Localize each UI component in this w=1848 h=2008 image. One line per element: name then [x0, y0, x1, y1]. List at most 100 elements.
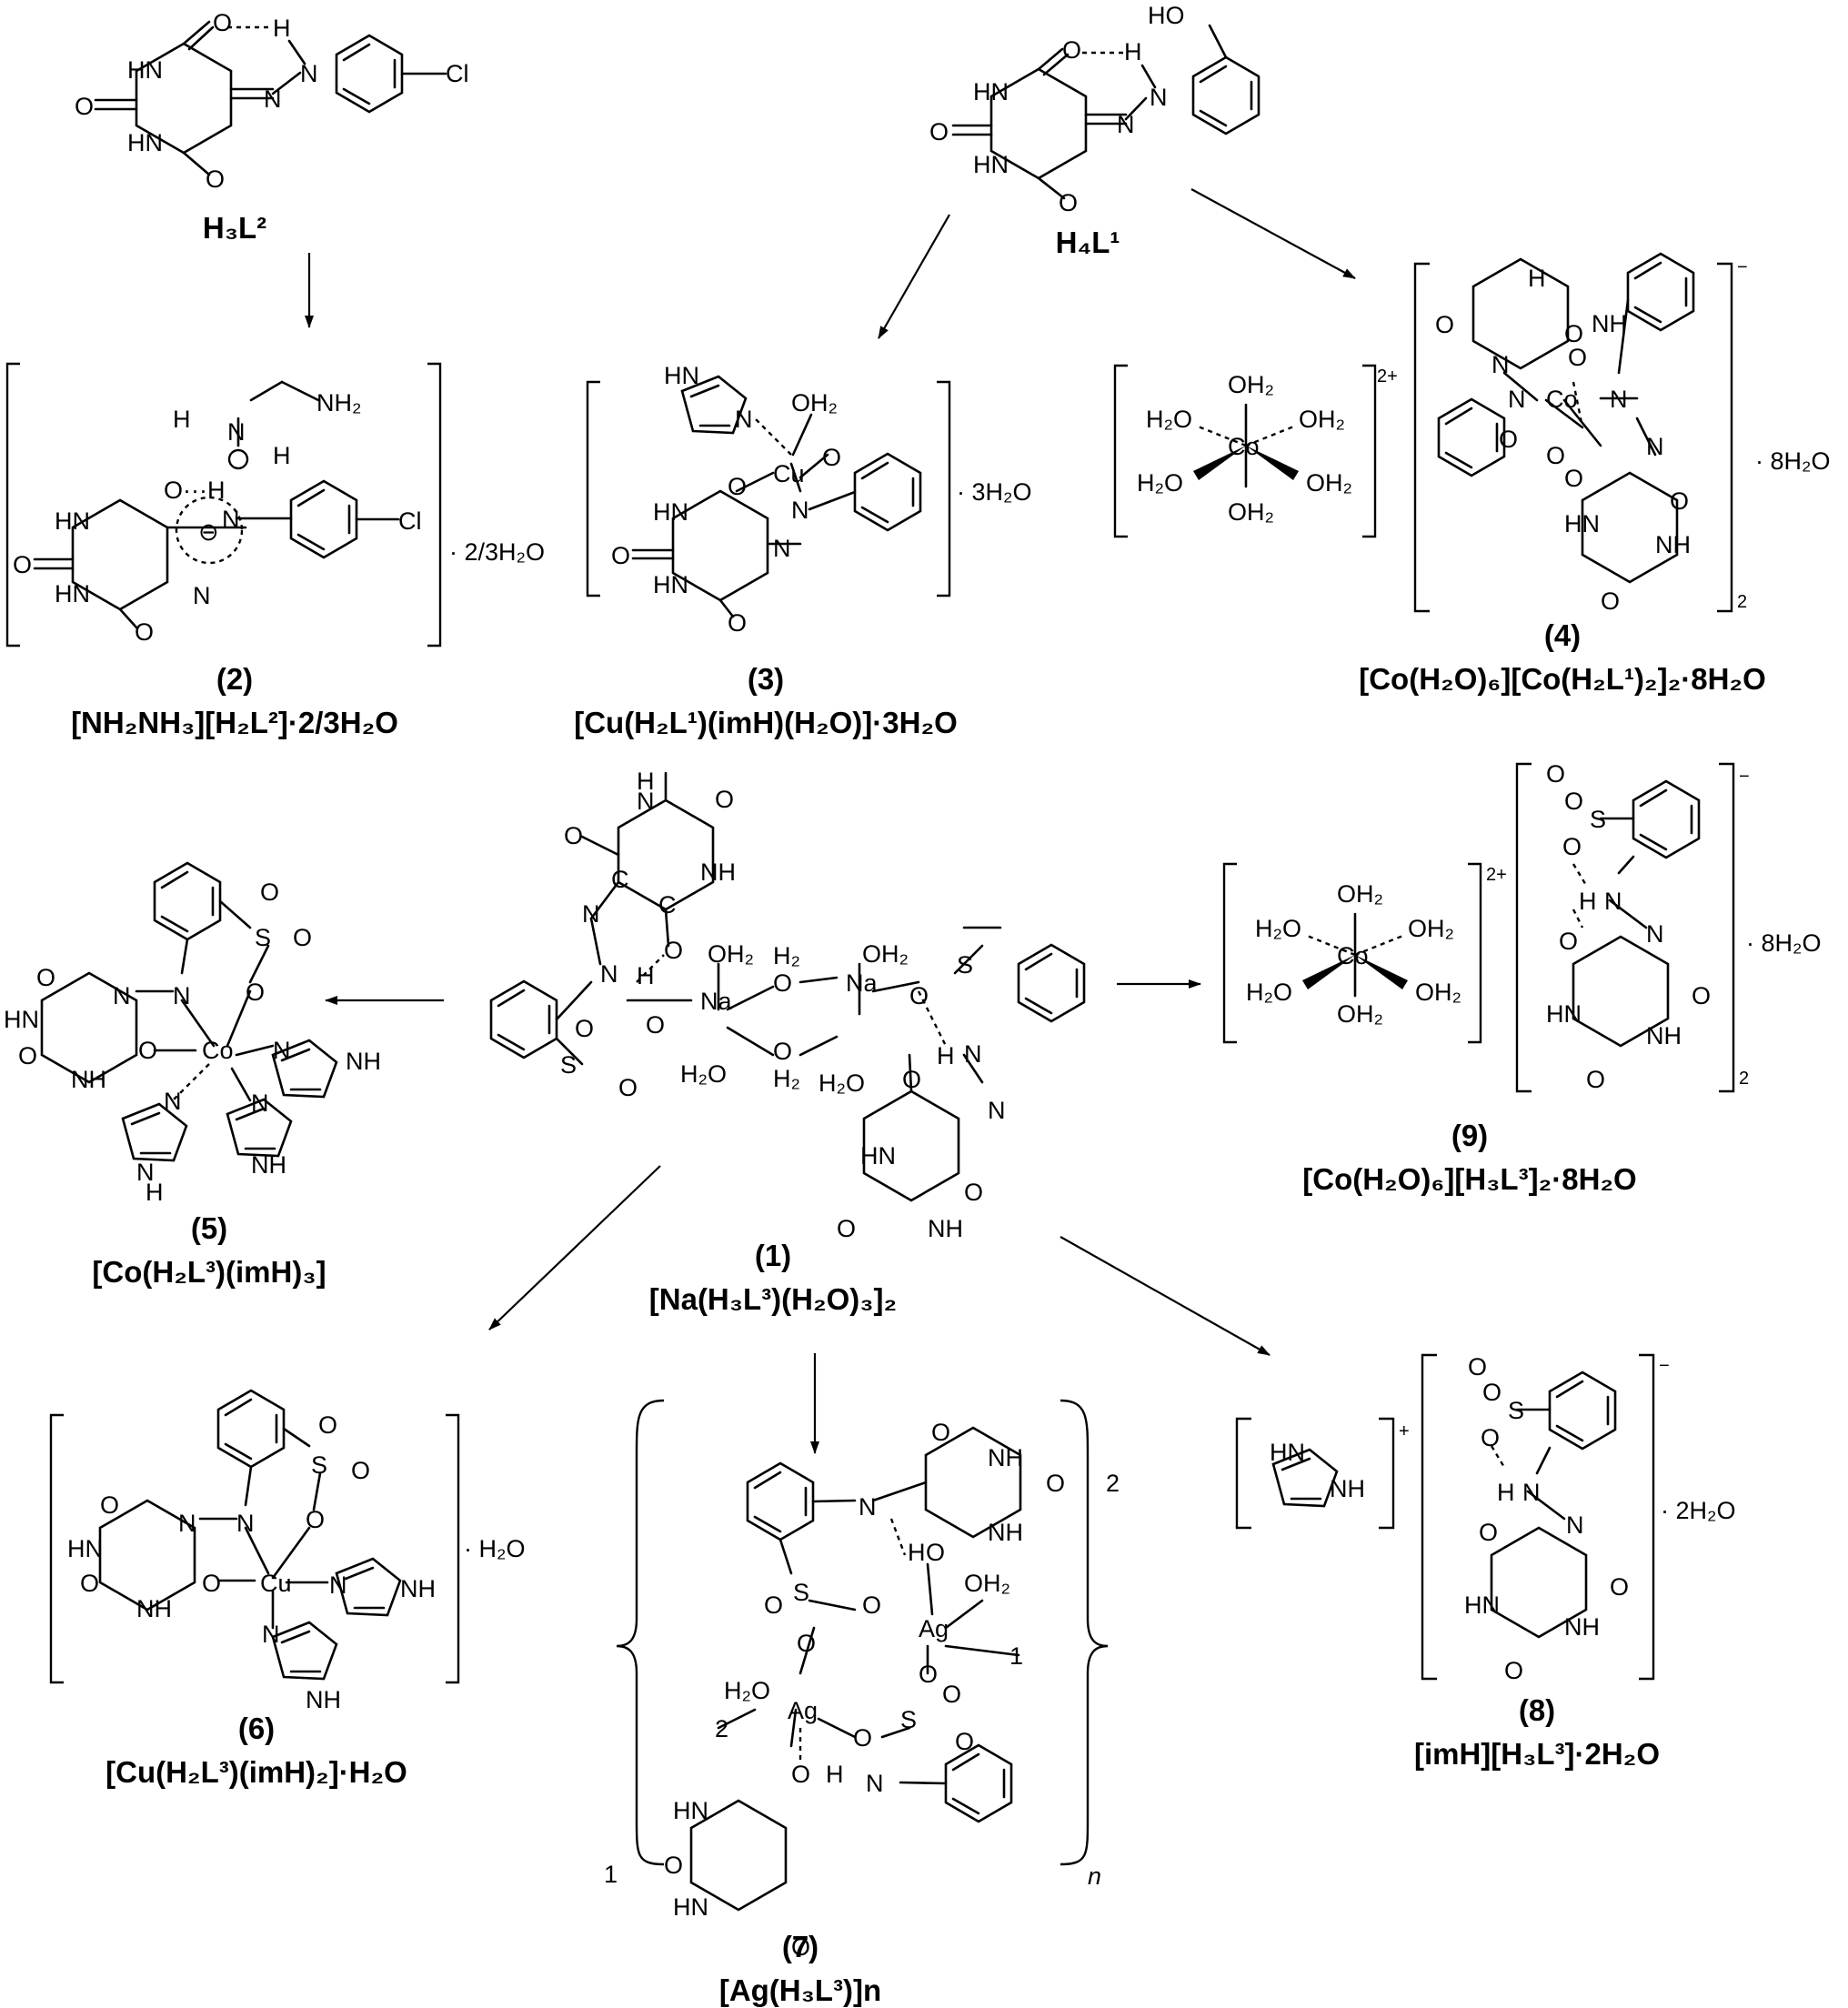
arrow-1-to-6: [488, 1165, 661, 1330]
atom-label: O: [13, 551, 32, 578]
atom-label: O: [853, 1724, 872, 1752]
atom-label: O: [611, 542, 630, 569]
atom-label: Na: [700, 988, 732, 1015]
compound-7: Ag Ag OH₂ H₂O S S N H O O O O O O O O O …: [604, 1399, 1120, 2007]
atom-label: O: [246, 979, 265, 1006]
atom-label: O: [1504, 1657, 1523, 1684]
atom-label: HN: [55, 580, 90, 607]
atom-label: NH: [1646, 1022, 1682, 1049]
atom-label: 1: [1009, 1642, 1023, 1670]
atom-label: H: [146, 1179, 164, 1206]
compound-formula-7: [Ag(H₃L³)]n: [719, 1973, 881, 2007]
charge-label: 2+: [1377, 366, 1398, 387]
compound-9: Co OH₂ OH₂ H₂O OH₂ H₂O OH₂ 2+ O O O S H …: [1222, 760, 1822, 1196]
atom-label: Co: [1228, 433, 1260, 460]
atom-label: O: [773, 969, 792, 997]
atom-label: H: [908, 1539, 926, 1566]
atom-label: O: [1062, 36, 1081, 64]
atom-label: NH: [400, 1575, 436, 1602]
atom-label: H₂O: [680, 1060, 727, 1088]
compound-number-2: (2): [216, 662, 253, 696]
atom-label: OH₂: [1408, 915, 1454, 942]
atom-label: NH: [71, 1066, 106, 1093]
atom-label: OH₂: [1228, 371, 1274, 398]
atom-label: O: [1046, 1470, 1065, 1497]
atom-label: N: [329, 1571, 347, 1599]
atom-label: H: [173, 406, 191, 433]
atom-label: N: [113, 982, 131, 1009]
atom-label: N: [273, 1037, 291, 1064]
atom-label: O: [206, 166, 225, 193]
atom-label: H₂: [773, 942, 800, 969]
atom-label: O: [1564, 788, 1583, 815]
atom-label: N: [859, 1493, 877, 1521]
ligand-h3l2: O H N N HN HN O O Cl H₃L²: [75, 9, 469, 245]
atom-label: HN: [973, 151, 1009, 178]
atom-label: S: [311, 1451, 327, 1479]
atom-label: Co: [202, 1037, 234, 1064]
atom-label: H: [826, 1761, 844, 1788]
atom-label: O: [1586, 1066, 1605, 1093]
compound-formula-3: [Cu(H₂L¹)(imH)(H₂O)]·3H₂O: [574, 706, 958, 739]
compound-8: HN NH + O O O S H N N O HN O NH O − · 2H…: [1235, 1353, 1736, 1771]
atom-label: N: [236, 1510, 255, 1537]
compound-label-h4l1: H₄L¹: [1056, 226, 1120, 259]
compound-5: Co S O O O N N O N N N O HN O NH NH H N …: [4, 861, 381, 1289]
compound-4: Co OH₂ OH₂ H₂O OH₂ H₂O OH₂ 2+ Co N N N N…: [1113, 252, 1831, 696]
atom-label: N: [1610, 386, 1628, 413]
compound-number-3: (3): [748, 662, 784, 696]
solvate-label: · 8H₂O: [1746, 929, 1822, 957]
atom-label: N: [164, 1088, 182, 1115]
atom-label: N: [735, 406, 753, 433]
atom-label: O: [618, 1074, 638, 1101]
atom-label: O: [797, 1630, 816, 1657]
compound-number-4: (4): [1544, 618, 1581, 652]
atom-label: N: [222, 506, 240, 533]
atom-label: S: [957, 951, 973, 979]
atom-label: OH₂: [1228, 498, 1274, 526]
atom-label: ⊖: [198, 518, 219, 546]
atom-label: N: [227, 418, 246, 446]
atom-label: O: [100, 1491, 119, 1519]
atom-label: H: [1579, 888, 1597, 915]
atom-label: O: [926, 1539, 945, 1566]
atom-label: Cu: [773, 460, 805, 487]
atom-label: N: [964, 1040, 982, 1068]
atom-label: NH: [136, 1595, 172, 1622]
atom-label: NH: [1655, 531, 1691, 558]
compound-formula-1: [Na(H₃L³)(H₂O)₃]₂: [649, 1282, 897, 1316]
atom-label: O: [955, 1728, 974, 1755]
atom-label: H₂O: [1137, 469, 1183, 497]
atom-label: O: [213, 9, 232, 36]
charge-label: −: [1739, 767, 1750, 787]
atom-label: N: [178, 1510, 196, 1537]
atom-label: O: [664, 937, 683, 964]
atom-label: N: [1646, 920, 1664, 948]
atom-label: H₂O: [819, 1069, 865, 1097]
compound-number-5: (5): [191, 1211, 227, 1245]
atom-label: NH: [988, 1444, 1023, 1471]
compound-formula-4: [Co(H₂O)₆][Co(H₂L¹)₂]₂·8H₂O: [1359, 662, 1766, 696]
atom-label: S: [900, 1706, 917, 1733]
atom-label: H: [1497, 1479, 1515, 1506]
atom-label: O: [822, 444, 841, 471]
atom-label: O: [664, 1852, 683, 1879]
atom-label: H: [637, 962, 655, 989]
atom-label: N: [1522, 1479, 1541, 1506]
atom-label: N: [173, 982, 191, 1009]
atom-label: O: [837, 1215, 856, 1242]
atom-label: O: [646, 1011, 665, 1039]
atom-label: O: [318, 1411, 337, 1439]
atom-label: O: [351, 1457, 370, 1484]
atom-label: H₂O: [1146, 406, 1192, 433]
atom-label: N: [193, 582, 211, 609]
atom-label: O: [18, 1042, 37, 1069]
arrow-h4l1-to-4: [1190, 188, 1356, 279]
atom-label: O: [1468, 1353, 1487, 1380]
atom-label: N: [1604, 888, 1622, 915]
atom-label: O: [1670, 487, 1689, 515]
atom-label: O: [728, 473, 747, 500]
atom-label: OH₂: [1306, 469, 1352, 497]
atom-label: 1: [604, 1861, 618, 1888]
atom-label: OH₂: [1337, 880, 1383, 908]
